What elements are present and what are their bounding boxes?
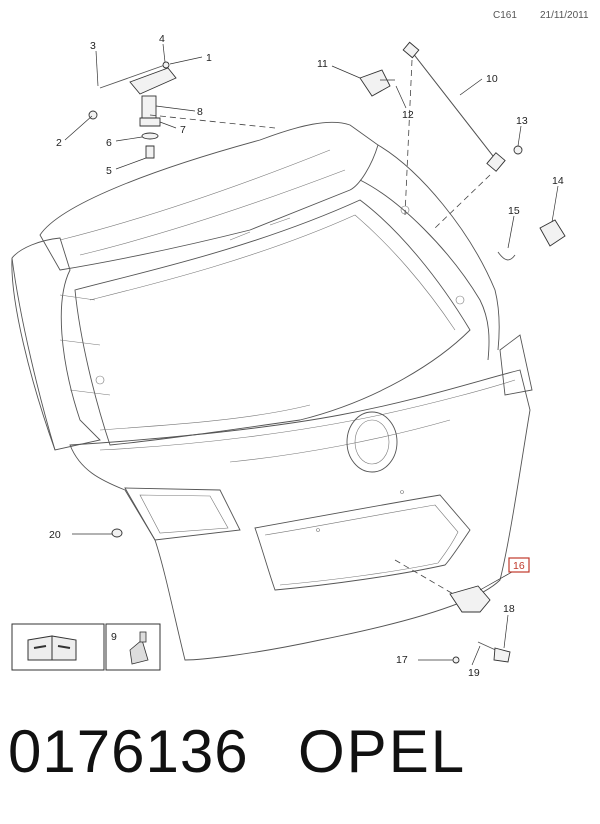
tailgate-exploded-diagram: 1 2 3 4 5 6 7 8 9 10 11 12 13 14 15 16 1…: [11, 33, 566, 679]
callout-10: 10: [486, 73, 498, 85]
callout-17: 17: [396, 654, 408, 666]
callout-8: 8: [197, 106, 203, 118]
callout-11: 11: [317, 58, 328, 70]
callout-9: 9: [111, 631, 117, 643]
callout-7: 7: [180, 124, 186, 136]
gas-strut-assembly: [359, 41, 523, 229]
callout-14: 14: [552, 175, 564, 187]
callout-13: 13: [516, 115, 528, 127]
switch-assembly: [497, 219, 566, 261]
callout-5: 5: [106, 165, 112, 177]
diagram-reference: C161: [493, 10, 517, 21]
callout-6: 6: [106, 137, 112, 149]
callout-16: 16: [513, 560, 525, 572]
tool-icon-box: [11, 623, 161, 671]
callout-20: 20: [49, 529, 61, 541]
callout-15: 15: [508, 205, 520, 217]
part-number: 0176136: [8, 718, 249, 785]
hinge-assembly: [88, 61, 276, 159]
brand-name: OPEL: [298, 718, 467, 785]
latch-assembly: [394, 559, 511, 664]
callout-3: 3: [90, 40, 96, 52]
callout-1: 1: [206, 52, 212, 64]
callout-4: 4: [159, 33, 165, 45]
callout-19: 19: [468, 667, 480, 679]
callout-18: 18: [503, 603, 515, 615]
highlight-box: [508, 557, 530, 573]
callout-labels: 1 2 3 4 5 6 7 8 9 10 11 12 13 14 15 16 1…: [11, 33, 564, 679]
nut-part: [111, 528, 123, 538]
tailgate-panel: [11, 121, 533, 661]
callout-leaders: [64, 43, 559, 666]
diagram-date: 21/11/2011: [540, 10, 589, 21]
callout-2: 2: [56, 137, 62, 149]
callout-12: 12: [402, 109, 414, 121]
